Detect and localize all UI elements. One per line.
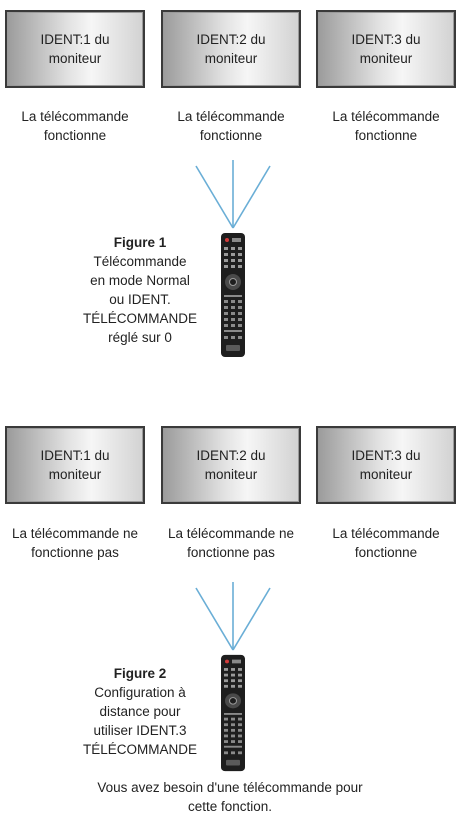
monitor-label: IDENT:2 du moniteur [196,32,266,66]
figure-caption: Figure 2 Configuration à distance pour u… [55,664,225,759]
monitor-ident-3: IDENT:3 du moniteur [316,10,456,88]
monitor-ident-3: IDENT:3 du moniteur [316,426,456,504]
caption-line: Configuration à [94,685,186,700]
monitor-label: IDENT:2 du moniteur [196,448,266,482]
monitor-ident-2: IDENT:2 du moniteur [161,10,301,88]
caption-line: réglé sur 0 [108,330,172,345]
figure-title: Figure 2 [113,666,167,681]
signal-beam-line [232,587,271,651]
monitor-label: IDENT:1 du moniteur [40,448,110,482]
monitor-label: IDENT:3 du moniteur [351,32,421,66]
caption-line: utiliser IDENT.3 [93,723,187,738]
remote-status: La télécommande fonctionne [177,109,285,143]
monitor-label: IDENT:3 du moniteur [351,448,421,482]
figure-caption: Figure 1 Télécommande en mode Normal ou … [55,233,225,347]
signal-beam-line [232,165,271,229]
remote-status: La télécommande ne fonctionne pas [11,526,139,560]
caption-line: ou IDENT. [109,292,171,307]
monitor-ident-1: IDENT:1 du moniteur [5,426,145,504]
caption-line: distance pour [99,704,181,719]
caption-line: TÉLÉCOMMANDE [82,742,197,757]
caption-line: en mode Normal [90,273,190,288]
remote-status: La télécommande fonctionne [21,109,129,143]
remote-control-icon [221,233,245,357]
remote-control-icon [221,654,245,772]
remote-status: La télécommande fonctionne [332,526,440,560]
caption-line: TÉLÉCOMMANDE [82,311,197,326]
figure-title: Figure 1 [113,235,167,250]
monitor-ident-1: IDENT:1 du moniteur [5,10,145,88]
remote-status: La télécommande fonctionne [332,109,440,143]
monitor-label: IDENT:1 du moniteur [40,32,110,66]
signal-beam-line [195,165,234,229]
caption-line: Télécommande [93,254,187,269]
monitor-ident-2: IDENT:2 du moniteur [161,426,301,504]
signal-beam-line [195,587,234,651]
remote-status: La télécommande ne fonctionne pas [167,526,295,560]
footnote: Vous avez besoin d'une télécommande pour… [97,780,363,814]
